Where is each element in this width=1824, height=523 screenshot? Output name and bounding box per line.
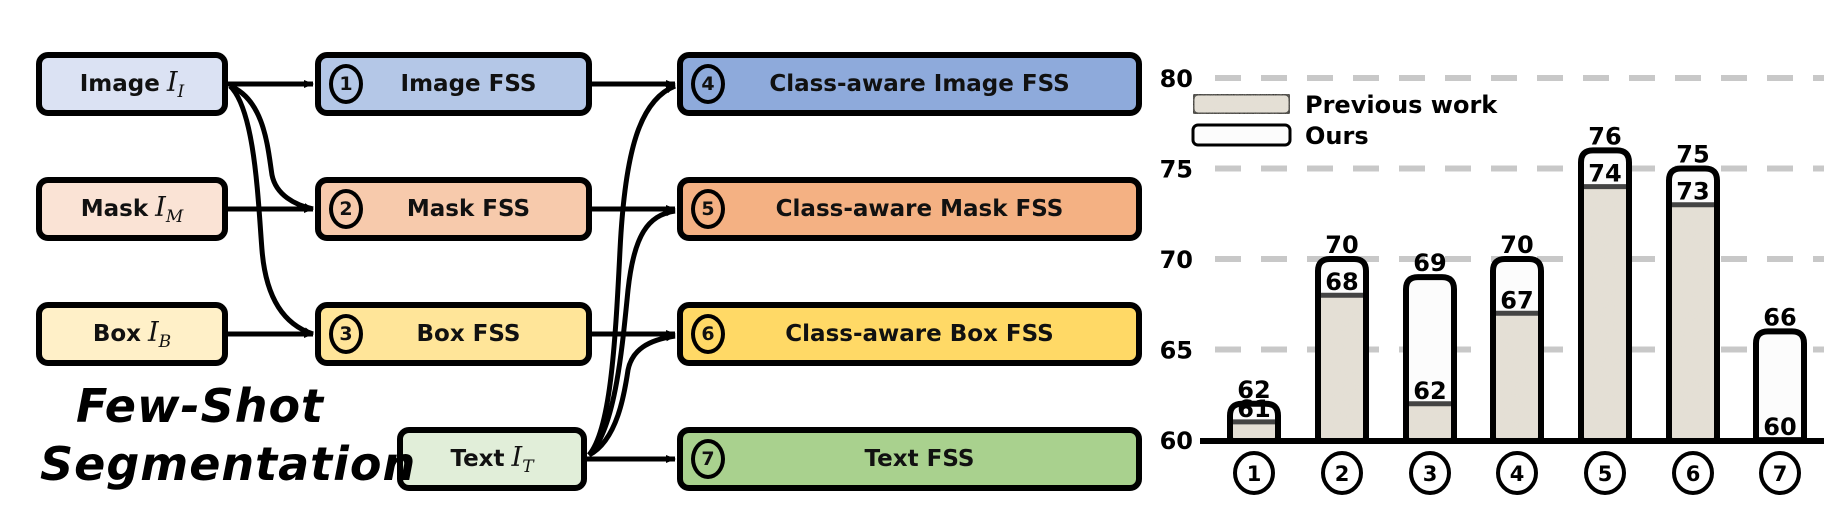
data-label-previous: 62 [1413, 377, 1446, 405]
arrow-text-to-class-aware-mask [587, 208, 676, 457]
input-box-label: Box [92, 321, 141, 347]
input-box-box: Box IB [36, 302, 228, 366]
x-tick-label: 5 [1598, 462, 1613, 486]
task-class-aware-box-fss-box: 6 Class-aware Box FSS [677, 302, 1142, 366]
bar-previous-work [1321, 295, 1363, 440]
y-tick-label: 65 [1160, 337, 1193, 365]
data-label-ours: 66 [1763, 303, 1796, 331]
data-label-ours: 70 [1325, 231, 1358, 259]
x-tick-label: 3 [1423, 462, 1438, 486]
x-tick-label: 7 [1773, 462, 1788, 486]
x-tick-circle [1759, 451, 1801, 495]
arrow-image-to-mask-fss [228, 83, 314, 212]
input-image-box: Image II [36, 52, 228, 116]
data-label-previous: 74 [1588, 160, 1621, 188]
task-text-fss-box: 7 Text FSS [677, 427, 1142, 491]
arrow-text-to-class-aware-box [587, 333, 676, 458]
bar-previous-work [1672, 204, 1714, 440]
task-label: Class-aware Image FSS [769, 71, 1070, 97]
task-class-aware-mask-fss-box: 5 Class-aware Mask FSS [677, 177, 1142, 241]
arrow-image-to-box-fss [228, 84, 314, 337]
bar-ours [1403, 274, 1457, 443]
data-label-previous: 68 [1325, 268, 1358, 296]
input-text-box: Text IT [397, 427, 587, 491]
input-text-label: Text [450, 446, 505, 472]
input-mask-symbol: IM [155, 191, 184, 227]
task-mask-fss-box: 2 Mask FSS [315, 177, 592, 241]
x-tick-circle [1409, 451, 1451, 495]
x-tick-label: 6 [1686, 462, 1701, 486]
bar-previous-work [1584, 186, 1626, 440]
x-tick-circle [1672, 451, 1714, 495]
diagram-title-line2: Segmentation [40, 437, 417, 491]
x-tick-label: 4 [1510, 462, 1525, 486]
task-box-fss-box: 3 Box FSS [315, 302, 592, 366]
task-number-badge: 7 [691, 439, 725, 479]
data-label-previous: 60 [1763, 413, 1796, 441]
task-number-badge: 2 [329, 189, 363, 229]
task-class-aware-image-fss-box: 4 Class-aware Image FSS [677, 52, 1142, 116]
task-number-badge: 4 [691, 64, 725, 104]
bar-ours [1753, 328, 1807, 443]
legend-swatch-ours [1191, 123, 1292, 147]
task-image-fss-box: 1 Image FSS [315, 52, 592, 116]
data-label-previous: 73 [1676, 178, 1709, 206]
x-tick-label: 1 [1247, 462, 1262, 486]
input-mask-box: Mask IM [36, 177, 228, 241]
arrow-text-to-class-aware-image [587, 83, 677, 457]
diagram-title-line1: Few-Shot [75, 379, 325, 433]
input-box-symbol: IB [148, 316, 172, 352]
task-number-badge: 3 [329, 314, 363, 354]
input-mask-label: Mask [80, 196, 149, 222]
legend-label-previous-work: Previous work [1305, 91, 1498, 119]
task-label: Text FSS [864, 446, 975, 472]
y-tick-label: 75 [1160, 156, 1193, 184]
task-label: Box FSS [416, 321, 521, 347]
task-number-badge: 6 [691, 314, 725, 354]
data-label-ours: 76 [1588, 122, 1621, 150]
input-image-symbol: II [166, 66, 185, 102]
x-tick-circle [1321, 451, 1363, 495]
data-label-ours: 62 [1237, 376, 1270, 404]
legend-label-ours: Ours [1305, 122, 1369, 150]
y-tick-label: 80 [1160, 65, 1193, 93]
x-tick-label: 2 [1335, 462, 1350, 486]
bar-previous-work [1409, 403, 1451, 440]
task-number-badge: 5 [691, 189, 725, 229]
x-tick-circle [1584, 451, 1626, 495]
data-label-ours: 69 [1413, 249, 1446, 277]
bar-previous-work [1233, 421, 1275, 440]
y-tick-label: 70 [1160, 246, 1193, 274]
input-text-symbol: IT [511, 441, 534, 477]
y-tick-label: 60 [1160, 427, 1193, 455]
data-label-previous: 67 [1500, 286, 1533, 314]
task-label: Class-aware Box FSS [785, 321, 1054, 347]
legend-swatch-previous-work [1191, 92, 1292, 116]
data-label-ours: 70 [1500, 231, 1533, 259]
task-label: Mask FSS [406, 196, 531, 222]
task-label: Class-aware Mask FSS [775, 196, 1064, 222]
x-tick-circle [1496, 451, 1538, 495]
task-number-badge: 1 [329, 64, 363, 104]
bar-previous-work [1496, 313, 1538, 440]
data-label-ours: 75 [1676, 141, 1709, 169]
x-tick-circle [1233, 451, 1275, 495]
input-image-label: Image [79, 71, 160, 97]
task-label: Image FSS [400, 71, 537, 97]
data-label-previous: 61 [1237, 395, 1270, 423]
